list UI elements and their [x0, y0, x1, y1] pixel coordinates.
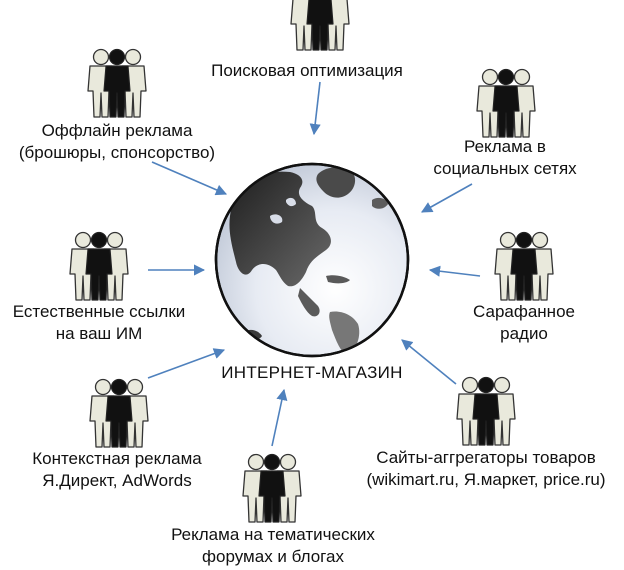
svg-text:Оффлайн реклама: Оффлайн реклама	[42, 121, 193, 140]
svg-text:форумах и блогах: форумах и блогах	[202, 547, 344, 566]
channel-offline-label: Оффлайн реклама (брошюры, спонсорство)	[19, 121, 215, 162]
channel-context-label: Контекстная реклама Я.Директ, AdWords	[32, 449, 202, 490]
people-group-icon	[88, 50, 146, 118]
channel-social-label: Реклама в социальных сетях	[433, 137, 577, 178]
people-group-icon	[495, 233, 553, 301]
svg-text:радио: радио	[500, 324, 548, 343]
arrow-offline	[151, 161, 228, 196]
channel-seo-label: Поисковая оптимизация	[211, 61, 403, 80]
arrow-forums	[271, 388, 288, 447]
channel-forums-label: Реклама на тематических форумах и блогах	[171, 525, 375, 566]
arrow-context	[147, 348, 226, 379]
channel-aggregators-label: Сайты-аггрегаторы товаров (wikimart.ru, …	[366, 448, 605, 489]
people-group-icon	[70, 233, 128, 301]
people-group-icon	[90, 380, 148, 448]
arrow-aggregators	[401, 339, 457, 385]
center-label: ИНТЕРНЕТ-МАГАЗИН	[221, 363, 403, 382]
svg-text:Поисковая оптимизация: Поисковая оптимизация	[211, 61, 403, 80]
svg-text:Сайты-аггрегаторы товаров: Сайты-аггрегаторы товаров	[376, 448, 596, 467]
arrow-seo	[309, 81, 321, 136]
svg-text:(брошюры, спонсорство): (брошюры, спонсорство)	[19, 143, 215, 162]
svg-text:Я.Директ, AdWords: Я.Директ, AdWords	[42, 471, 192, 490]
arrows	[147, 81, 481, 447]
arrow-social	[421, 183, 473, 213]
people-group-icon	[243, 455, 301, 523]
svg-text:социальных сетях: социальных сетях	[433, 159, 577, 178]
people-group-icon	[477, 70, 535, 138]
svg-text:(wikimart.ru, Я.маркет, price.: (wikimart.ru, Я.маркет, price.ru)	[366, 470, 605, 489]
svg-text:на ваш ИМ: на ваш ИМ	[56, 324, 143, 343]
arrow-word	[428, 265, 481, 277]
svg-text:Сарафанное: Сарафанное	[473, 302, 575, 321]
svg-text:Реклама в: Реклама в	[464, 137, 546, 156]
channel-word-label: Сарафанное радио	[473, 302, 575, 343]
people-group-icon	[291, 0, 349, 50]
globe-icon	[214, 162, 410, 358]
people-group-icon	[457, 378, 515, 446]
svg-text:Естественные ссылки: Естественные ссылки	[13, 302, 186, 321]
svg-text:Реклама на тематических: Реклама на тематических	[171, 525, 375, 544]
svg-text:Контекстная реклама: Контекстная реклама	[32, 449, 202, 468]
channel-natural-label: Естественные ссылки на ваш ИМ	[13, 302, 186, 343]
